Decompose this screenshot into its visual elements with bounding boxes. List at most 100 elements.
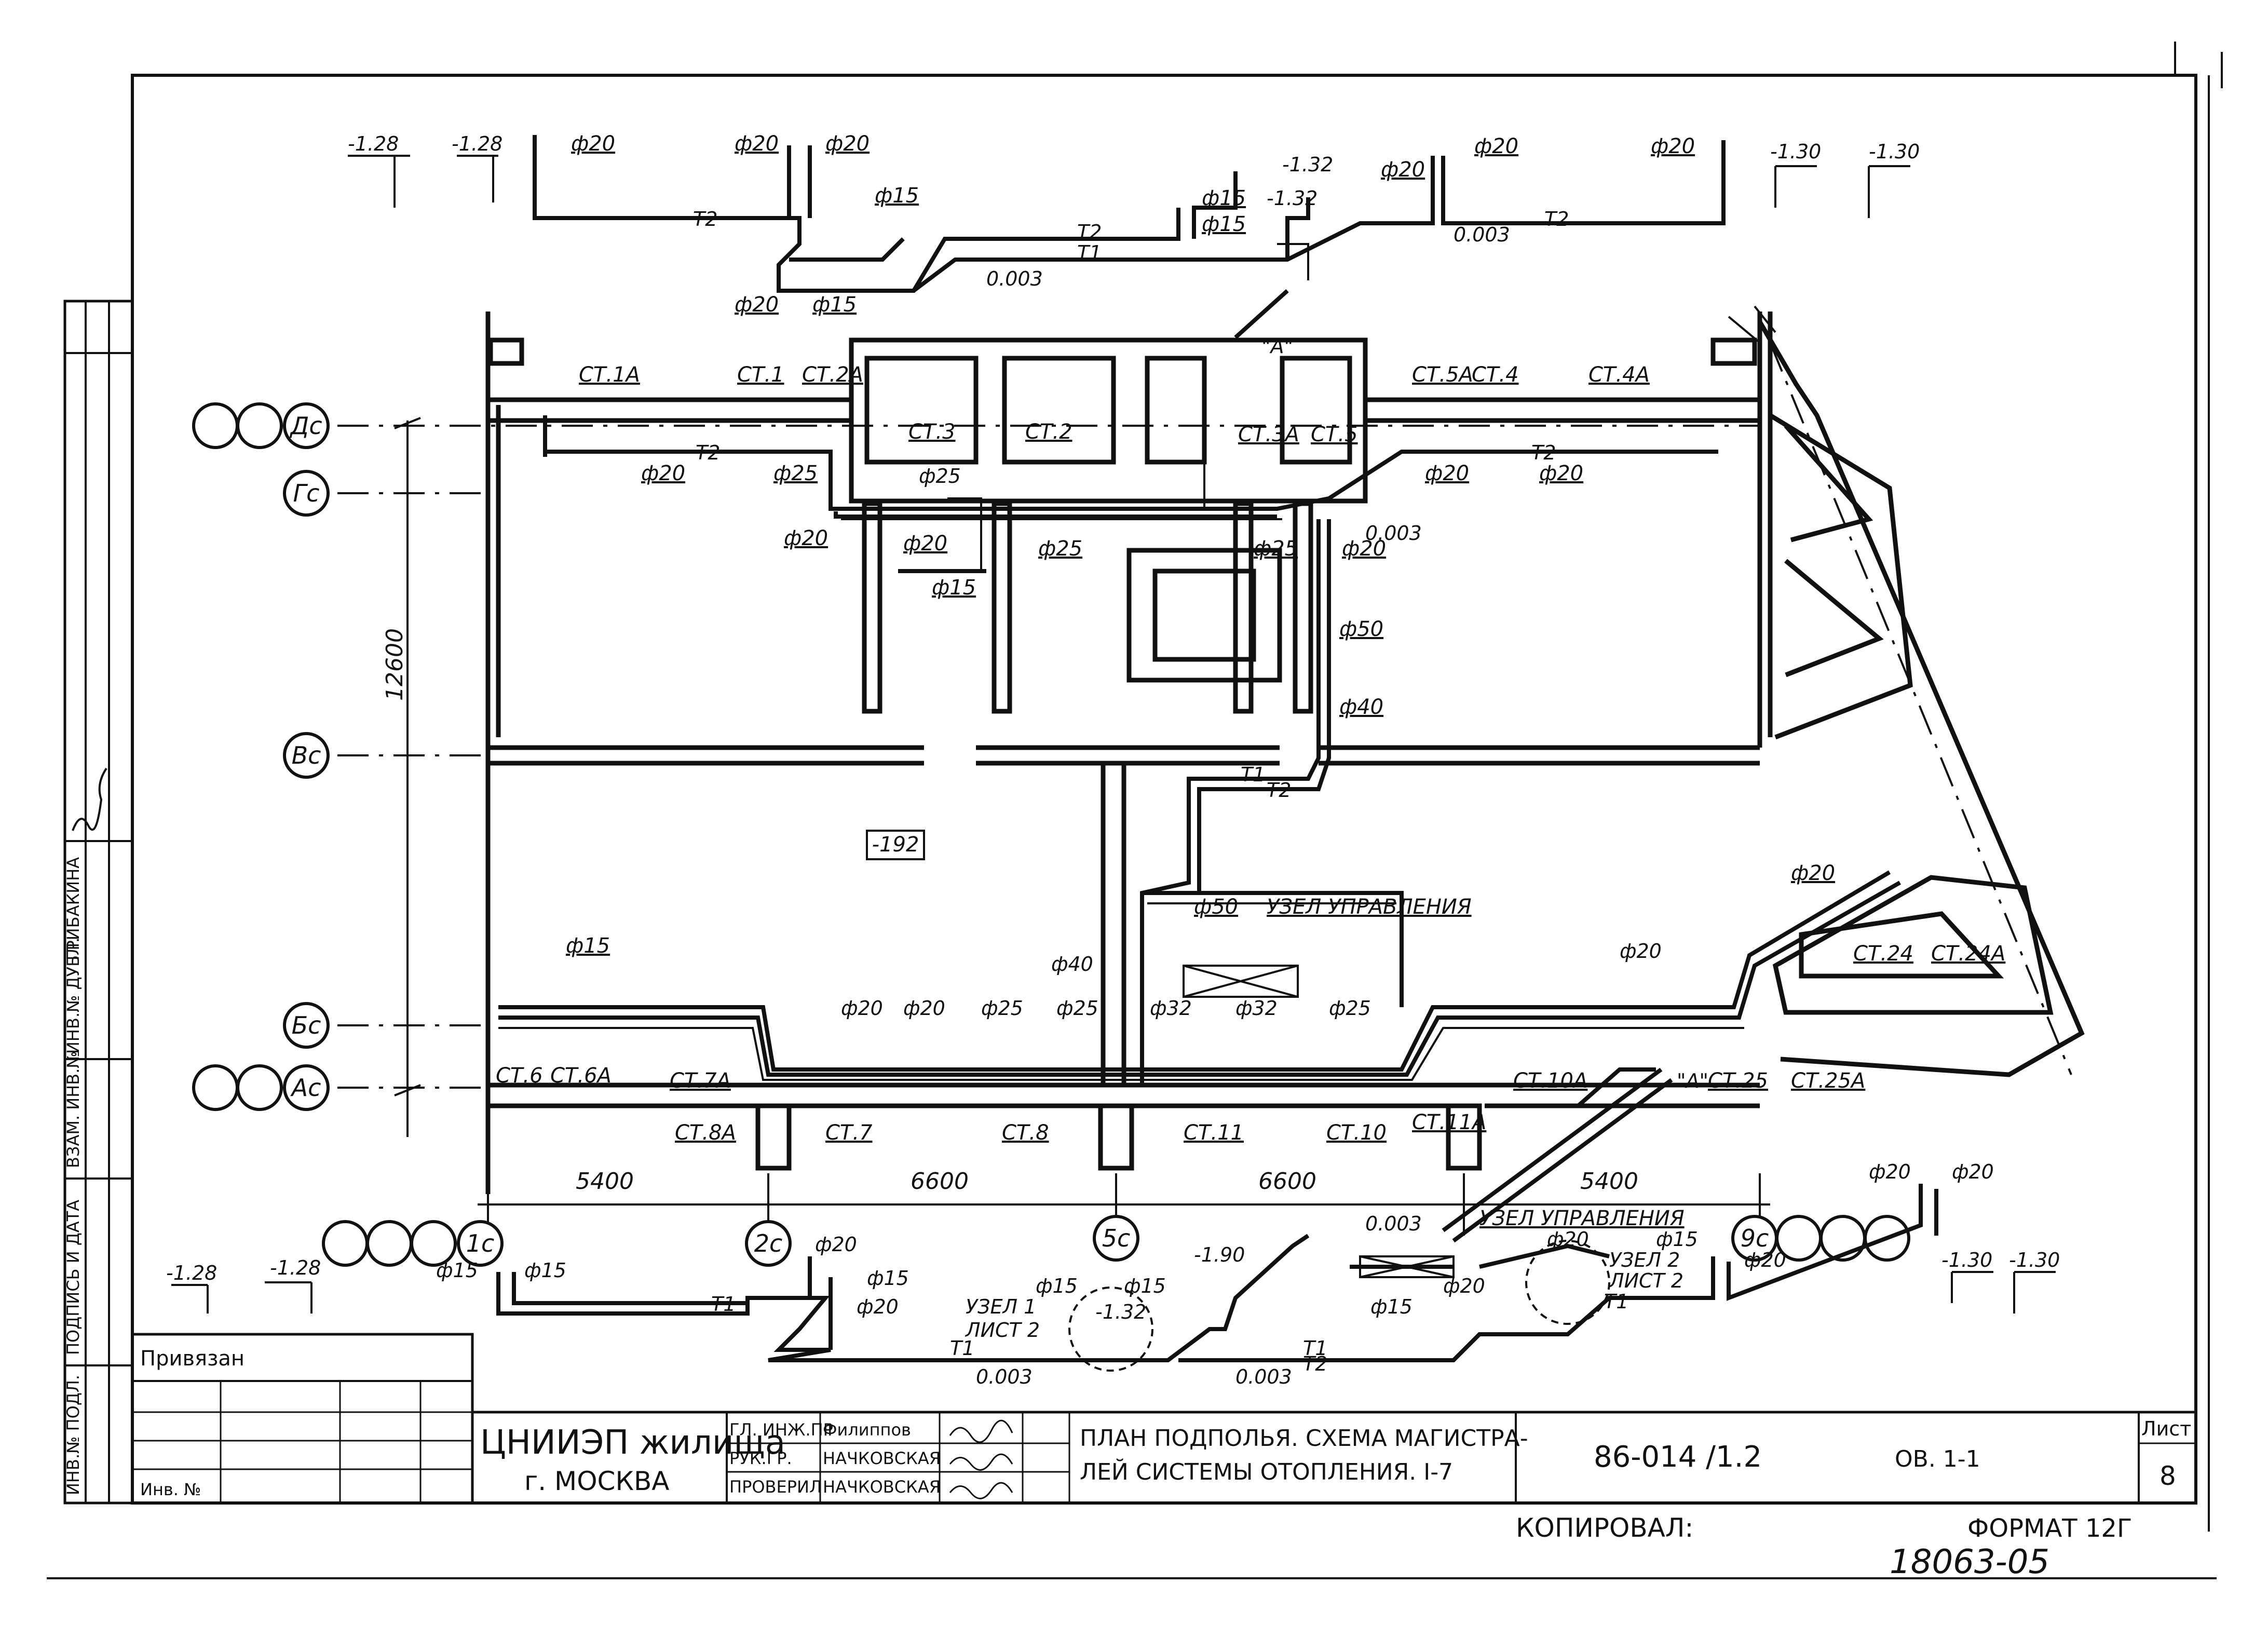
diam-top-scheme-7: ф15 — [1202, 186, 1246, 210]
title-block — [131, 1333, 2197, 1505]
dim-horizontal-4: 5400 — [1580, 1168, 1638, 1195]
drawing-title-2: ЛЕЙ СИСТЕМЫ ОТОПЛЕНИЯ. I-7 — [1080, 1458, 1453, 1485]
name-3: НАЧКОВСКАЯ — [823, 1477, 941, 1497]
diam-plan-1: ф20 — [641, 462, 685, 485]
elev-top-1: -1.28 — [348, 132, 399, 155]
dim-vertical-12600: 12600 — [382, 628, 408, 701]
elev-bottom-3: -1.32 — [1095, 1301, 1146, 1323]
axis-col-5-label: 5с — [1102, 1224, 1131, 1252]
riser-st2: СТ.2 — [1025, 420, 1072, 444]
diam-plan-14: ф50 — [1194, 895, 1238, 919]
axis-col-2 — [745, 1220, 792, 1267]
diam-plan-24: ф20 — [1620, 940, 1662, 963]
code-t1-3: Т1 — [711, 1293, 736, 1316]
node2-label: УЗЕЛ 2 — [1609, 1249, 1680, 1271]
slope-2: 0.003 — [1454, 223, 1510, 246]
code-t1-5: Т1 — [1303, 1337, 1327, 1360]
diam-plan-18: ф25 — [981, 997, 1023, 1020]
code-t2-3: Т2 — [1544, 208, 1569, 231]
signature-2 — [949, 1453, 1013, 1471]
diam-bottom-11: ф15 — [1656, 1228, 1698, 1251]
dim-horizontal-3: 6600 — [1258, 1168, 1316, 1195]
riser-st7: СТ.7 — [825, 1121, 873, 1145]
role-1: ГЛ. ИНЖ.ПР — [729, 1420, 833, 1440]
node-a-top: "А" — [1261, 335, 1293, 358]
building-walls — [485, 305, 2085, 1194]
diam-top-scheme-9: ф20 — [1381, 158, 1425, 182]
diam-top-scheme-11: ф20 — [1651, 134, 1695, 158]
pipe-codes: Т2 Т2 Т1 Т2 0.003 0.003 Т2 Т2 0.003 Т1 Т… — [693, 208, 1628, 1388]
diam-plan-21: ф32 — [1150, 997, 1192, 1020]
diam-top-scheme-8: ф15 — [1202, 212, 1246, 236]
strip-signature — [72, 767, 107, 831]
node-a-bottom: "А" — [1677, 1069, 1708, 1092]
axis-row-b — [283, 1002, 330, 1049]
riser-st7a: СТ.7А — [670, 1069, 731, 1093]
role-3: ПРОВЕРИЛ — [729, 1477, 822, 1497]
code-t2-6: Т2 — [1267, 779, 1291, 802]
diam-plan-19: ф25 — [1056, 997, 1098, 1020]
diam-top-scheme-3: ф20 — [825, 132, 870, 156]
diam-plan-16: ф20 — [841, 997, 883, 1020]
slope-3: 0.003 — [1365, 522, 1422, 545]
riser-st25: СТ.25 — [1708, 1069, 1768, 1093]
riser-st5a: СТ.5А — [1412, 363, 1473, 387]
diam-plan-8: ф25 — [1254, 537, 1298, 561]
elev-top-2: -1.28 — [452, 132, 503, 155]
bottom-scheme — [171, 1184, 2056, 1372]
role-2: РУК.ГР. — [729, 1448, 792, 1468]
axis-row-a-label: Ас — [290, 1074, 321, 1102]
strip-inv-podl: ИНВ.№ ПОДЛ. — [63, 1375, 83, 1495]
riser-st6a: СТ.6А — [550, 1064, 612, 1088]
riser-st11a: СТ.11А — [1412, 1111, 1486, 1134]
diam-bottom-13: ф20 — [1869, 1160, 1911, 1183]
diam-plan-20: ф40 — [1051, 953, 1093, 976]
diam-top-scheme-10: ф20 — [1474, 134, 1518, 158]
elev-bottom-1: -1.28 — [166, 1262, 217, 1284]
elev-top-3: -1.32 — [1282, 153, 1333, 176]
signature-3 — [949, 1482, 1013, 1499]
axis-bubbles — [192, 402, 1910, 1267]
axis-lines — [337, 417, 1770, 1236]
diam-bottom-1: ф15 — [436, 1259, 478, 1282]
elev-top-6: -1.30 — [1869, 140, 1920, 163]
sheet-frame — [47, 42, 2223, 1579]
code-t1-2: Т1 — [1241, 763, 1265, 786]
diam-plan-13: ф40 — [1339, 695, 1383, 719]
axis-row-g-label: Гс — [293, 479, 320, 507]
control-unit-plan: УЗЕЛ УПРАВЛЕНИЯ — [1267, 895, 1472, 919]
axis-col-1 — [457, 1220, 504, 1267]
slope-4: 0.003 — [976, 1365, 1033, 1388]
riser-st24: СТ.24 — [1853, 942, 1913, 966]
diam-top-scheme-2: ф20 — [735, 132, 779, 156]
sheet-label: Лист — [2141, 1417, 2191, 1440]
code-t2-1: Т2 — [693, 208, 717, 231]
code-t2-7: Т2 — [1303, 1352, 1327, 1375]
diam-bottom-6: ф15 — [1036, 1275, 1078, 1297]
axis-row-v-label: Вс — [292, 741, 321, 769]
strip-vzam: ВЗАМ. ИНВ.№ — [63, 1051, 83, 1168]
riser-st4a: СТ.4А — [1588, 363, 1650, 387]
bound-label: Привязан — [140, 1347, 245, 1371]
diam-plan-7: ф25 — [1038, 537, 1082, 561]
diam-plan-10: ф20 — [1425, 462, 1469, 485]
inv-label: Инв. № — [140, 1480, 201, 1499]
elev-top-4: -1.32 — [1267, 187, 1318, 210]
axis-col-1-label: 1с — [466, 1229, 495, 1257]
diam-plan-11: ф20 — [1539, 462, 1583, 485]
top-scheme — [348, 135, 1910, 339]
node1-sheet: ЛИСТ 2 — [965, 1319, 1040, 1342]
riser-st1: СТ.1 — [737, 363, 784, 387]
axis-row-d — [283, 402, 330, 449]
org-city: г. МОСКВА — [524, 1466, 669, 1496]
diam-top-scheme-5: ф20 — [735, 293, 779, 317]
diam-bottom-12: ф20 — [1744, 1249, 1786, 1271]
dim-horizontal-1: 5400 — [576, 1168, 634, 1195]
strip-name: ГРИБАКИНА — [63, 857, 83, 960]
elev-bottom-5: -1.30 — [1941, 1249, 1992, 1271]
node2-sheet: ЛИСТ 2 — [1608, 1269, 1683, 1292]
axis-row-a — [283, 1064, 330, 1111]
code-t1-6: Т1 — [1604, 1290, 1628, 1313]
elev-top-5: -1.30 — [1770, 140, 1821, 163]
